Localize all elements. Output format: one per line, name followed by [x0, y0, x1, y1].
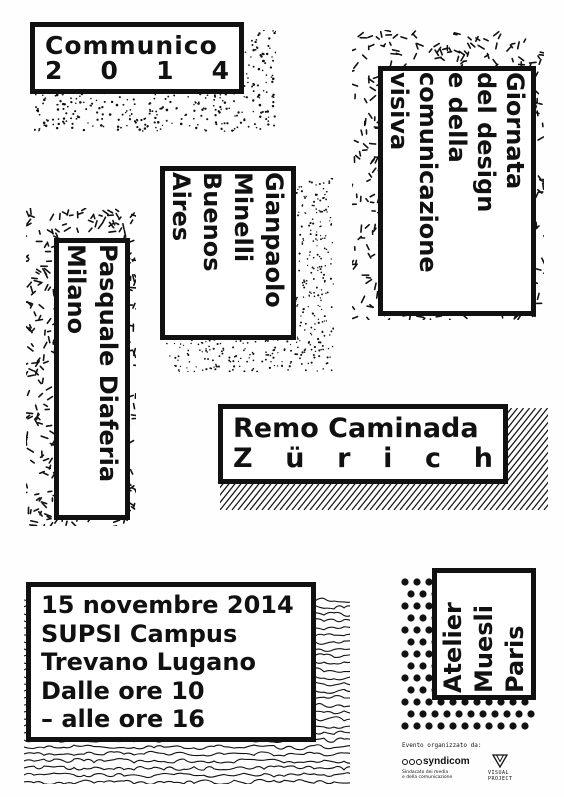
sponsors: Evento organizzato da: syndicom Sindacat…: [402, 742, 552, 790]
atelier-line-1: Atelier: [439, 602, 468, 693]
diaferia-text: Pasquale Diaferia Milano: [60, 244, 124, 514]
organized-by-label: Evento organizzato da:: [402, 742, 482, 749]
visual-project-text-1: VISUAL: [488, 770, 510, 776]
giornata-line-3: e della: [443, 72, 472, 163]
info-line-1: 15 novembre 2014: [41, 591, 294, 619]
atelier-box: Atelier Muesli Paris: [432, 568, 536, 700]
info-line-5: – alle ore 16: [41, 705, 205, 733]
syndicom-tagline-2: e della comunicazione: [402, 775, 453, 780]
info-line-3: Trevano Lugano: [41, 648, 256, 676]
syndicom-logo: syndicom: [402, 756, 470, 767]
minelli-line-3: Buenos: [198, 172, 227, 272]
minelli-box: Gianpaolo Minelli Buenos Aires: [160, 166, 296, 340]
giornata-line-4: comunicazione: [413, 72, 442, 273]
diaferia-box: Pasquale Diaferia Milano: [54, 238, 130, 520]
diaferia-line-1: Pasquale Diaferia: [94, 244, 122, 483]
visual-project-text-2: PROJECT: [488, 776, 513, 782]
diaferia-line-2: Milano: [62, 244, 90, 335]
giornata-box: Giornata del design e della comunicazion…: [378, 66, 536, 316]
giornata-line-2: del design: [472, 72, 501, 213]
visual-project-logo-icon: [492, 754, 508, 768]
minelli-text: Gianpaolo Minelli Buenos Aires: [166, 172, 290, 334]
syndicom-circles-icon: [402, 758, 423, 765]
minelli-line-4: Aires: [167, 172, 196, 242]
info-box: 15 novembre 2014 SUPSI Campus Trevano Lu…: [26, 582, 316, 742]
giornata-line-1: Giornata: [501, 72, 530, 190]
atelier-text: Atelier Muesli Paris: [438, 575, 530, 693]
syndicom-tagline-1: Sindacato dei media: [402, 770, 449, 775]
syndicom-name: syndicom: [423, 756, 470, 767]
atelier-line-3: Paris: [500, 625, 529, 694]
atelier-line-2: Muesli: [469, 605, 498, 693]
info-line-2: SUPSI Campus: [41, 619, 238, 648]
info-line-4: Dalle ore 10: [41, 676, 205, 705]
caminada-line-1: Remo Caminada: [233, 413, 479, 444]
giornata-line-5: visiva: [384, 72, 413, 151]
minelli-line-1: Gianpaolo: [260, 172, 289, 308]
title-line-1: Communico: [45, 31, 218, 60]
giornata-text: Giornata del design e della comunicazion…: [384, 72, 530, 310]
minelli-line-2: Minelli: [229, 172, 258, 263]
